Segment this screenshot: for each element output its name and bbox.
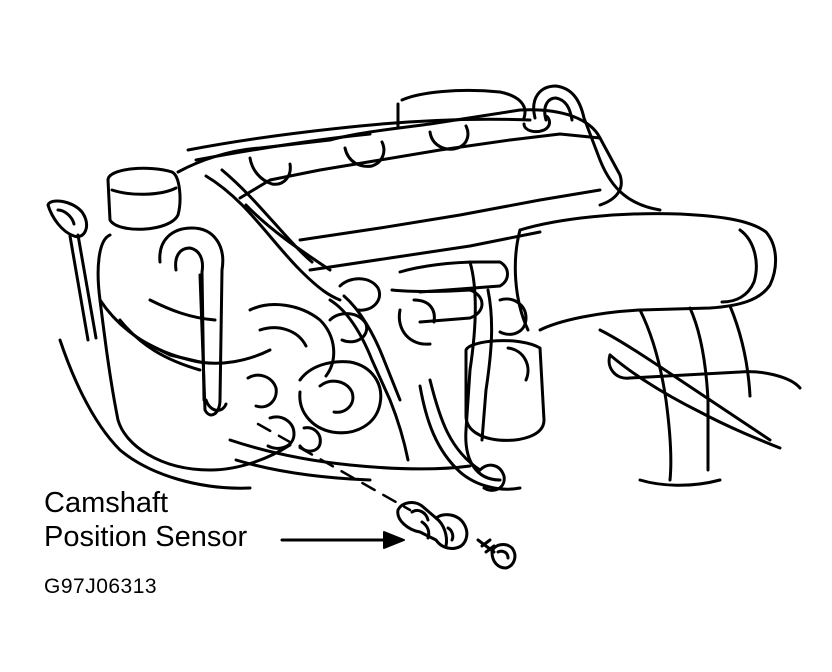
sensor-label-line2: Position Sensor xyxy=(44,521,248,553)
install-path-dashed-line xyxy=(256,422,412,512)
valve-cover xyxy=(176,88,623,272)
coolant-hose xyxy=(158,226,228,417)
timing-cover xyxy=(228,339,546,492)
callout-arrow xyxy=(280,531,405,549)
figure-id: G97J06313 xyxy=(44,575,158,598)
breather-hose xyxy=(522,84,662,212)
sensor-label: Camshaft Position Sensor xyxy=(44,486,247,554)
sensor-label-line1: Camshaft xyxy=(44,487,169,519)
dipstick xyxy=(46,199,98,342)
pipe-cluster xyxy=(328,260,530,491)
engine-block-left xyxy=(58,233,292,490)
alternator xyxy=(248,303,336,378)
mounting-bolt xyxy=(476,538,517,570)
wiring-harness xyxy=(186,117,532,462)
intake-plenum xyxy=(513,212,802,487)
oil-filler-cap xyxy=(106,166,182,231)
camshaft-position-sensor xyxy=(396,501,469,550)
